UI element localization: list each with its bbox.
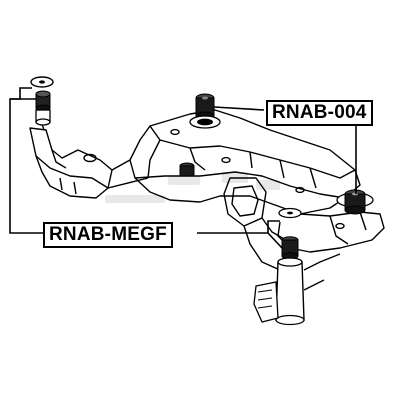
part-label-rnab-megf[interactable]: RNAB-MEGF — [43, 222, 173, 248]
center-bushing — [179, 162, 195, 177]
leader-lines — [9, 87, 357, 249]
front-right-bushing — [189, 93, 221, 129]
left-rail — [29, 115, 113, 199]
left-upper-bushing — [30, 76, 54, 126]
rear-left-tower — [253, 207, 341, 326]
part-label-rnab-004[interactable]: RNAB-004 — [266, 100, 373, 126]
rear-right-bushing — [336, 189, 374, 215]
